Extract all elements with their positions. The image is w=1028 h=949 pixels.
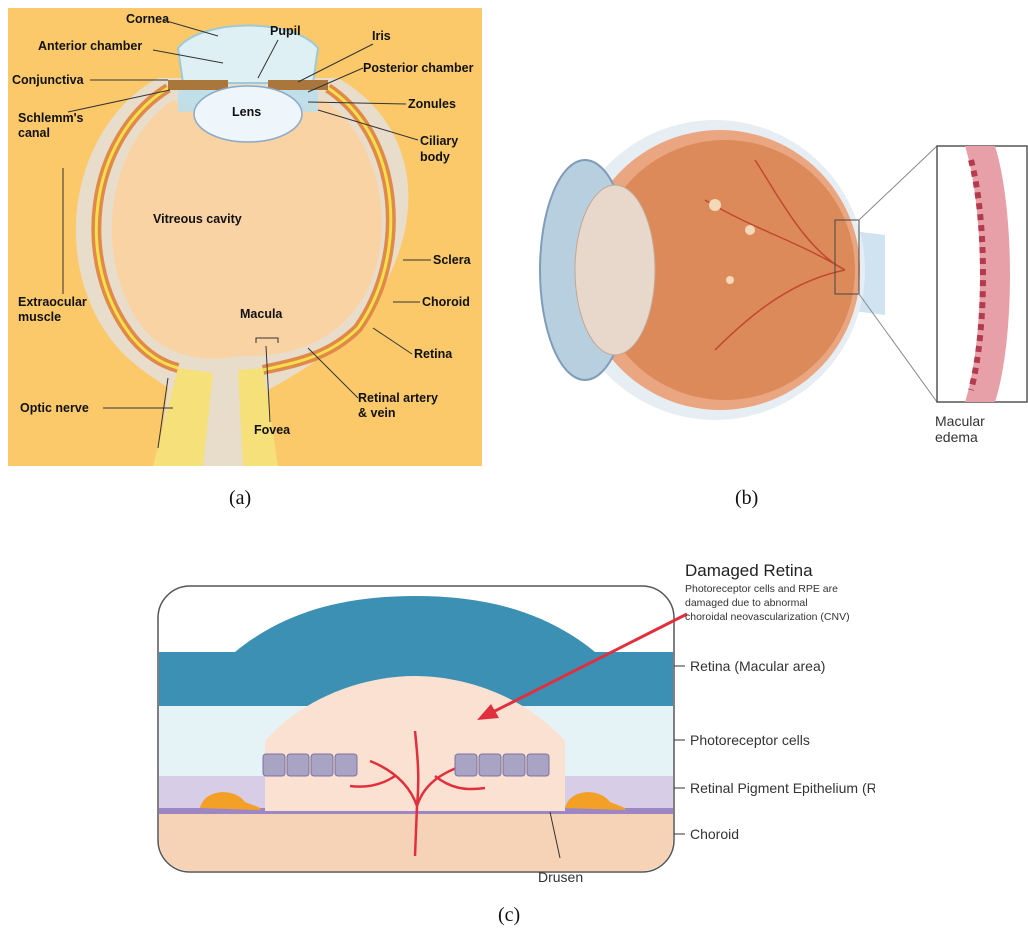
label-cornea: Cornea xyxy=(126,12,170,26)
label-drusen: Drusen xyxy=(538,869,583,885)
label-retina-macular-area: Retina (Macular area) xyxy=(690,658,825,674)
label-vitreous-cavity: Vitreous cavity xyxy=(153,212,242,226)
label-optic-nerve: Optic nerve xyxy=(20,401,89,415)
label-schlemms-2: canal xyxy=(18,126,50,140)
label-ciliary-2: body xyxy=(420,150,450,164)
heading-damaged-retina: Damaged Retina xyxy=(685,561,813,580)
label-retina: Retina xyxy=(414,347,453,361)
label-pupil: Pupil xyxy=(270,24,301,38)
caption-a: (a) xyxy=(229,487,251,510)
label-iris: Iris xyxy=(372,29,391,43)
caption-c: (c) xyxy=(498,904,520,927)
label-choroid-layer: Choroid xyxy=(690,826,739,842)
label-posterior-chamber: Posterior chamber xyxy=(363,61,474,75)
panel-a-eye-cross-section: Cornea Pupil Anterior chamber Iris Conju… xyxy=(8,8,482,466)
label-anterior-chamber: Anterior chamber xyxy=(38,39,142,53)
desc-line-3: choroidal neovascularization (CNV) xyxy=(685,611,850,623)
label-retinal-artery-1: Retinal artery xyxy=(358,391,438,405)
panel-b-macular-edema: Macular edema xyxy=(515,80,1028,460)
label-extraocular-1: Extraocular xyxy=(18,295,87,309)
retina-layers-diagram: Damaged Retina Photoreceptor cells and R… xyxy=(155,556,875,896)
label-edema: edema xyxy=(935,429,978,445)
label-ciliary-1: Ciliary xyxy=(420,134,458,148)
label-retinal-artery-2: & vein xyxy=(358,406,396,420)
label-sclera: Sclera xyxy=(433,253,472,267)
label-conjunctiva: Conjunctiva xyxy=(12,73,85,87)
label-schlemms-1: Schlemm's xyxy=(18,111,84,125)
label-photoreceptor-cells: Photoreceptor cells xyxy=(690,732,810,748)
label-macular: Macular xyxy=(935,413,985,429)
eyeball-illustration: Macular edema xyxy=(515,80,1028,460)
label-fovea: Fovea xyxy=(254,423,291,437)
label-zonules: Zonules xyxy=(408,97,456,111)
label-extraocular-2: muscle xyxy=(18,310,61,324)
label-rpe: Retinal Pigment Epithelium (RPE) xyxy=(690,780,875,796)
label-macula: Macula xyxy=(240,307,283,321)
label-lens: Lens xyxy=(232,105,261,119)
desc-line-2: damaged due to abnormal xyxy=(685,597,808,609)
eye-anatomy-diagram: Cornea Pupil Anterior chamber Iris Conju… xyxy=(8,8,482,466)
desc-line-1: Photoreceptor cells and RPE are xyxy=(685,583,838,595)
caption-b: (b) xyxy=(735,487,758,510)
panel-c-damaged-retina: Damaged Retina Photoreceptor cells and R… xyxy=(155,556,875,896)
label-choroid: Choroid xyxy=(422,295,470,309)
